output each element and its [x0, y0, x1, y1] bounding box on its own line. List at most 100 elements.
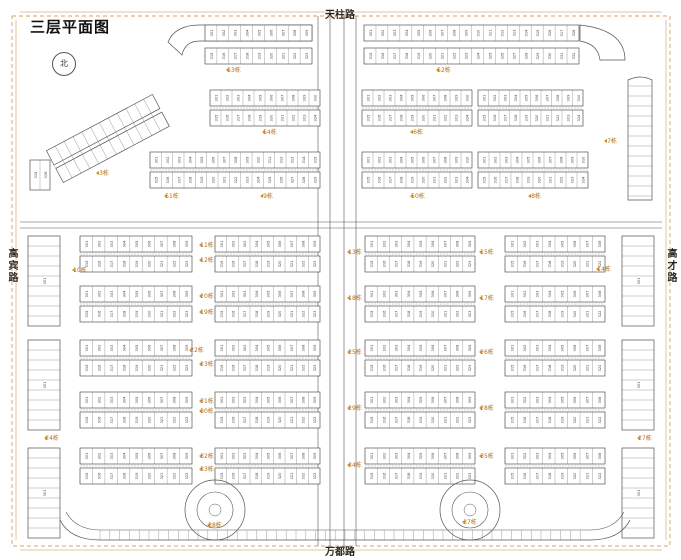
unit-number: 322 [444, 177, 448, 184]
unit-number: 302 [232, 291, 236, 298]
unit-number: 307 [223, 157, 227, 164]
unit-number: 302 [523, 291, 527, 298]
unit-number: 302 [494, 157, 498, 164]
left-tower-1: 301 [27, 339, 61, 431]
unit-number: 308 [598, 240, 602, 248]
unit-number: 318 [407, 364, 411, 372]
label-b22: 22栋 [189, 346, 204, 354]
unit-number: 320 [573, 472, 577, 480]
unit-number: 330 [548, 52, 552, 60]
unit-number: 317 [395, 311, 399, 318]
unit-number: 303 [389, 95, 393, 102]
unit-number: 306 [573, 240, 577, 248]
unit-number: 308 [234, 156, 238, 164]
unit-number: 319 [267, 364, 271, 372]
unit-number: 317 [234, 53, 238, 60]
unit-number: 315 [369, 53, 373, 60]
unit-number: 320 [278, 260, 282, 268]
unit-number: 318 [189, 176, 193, 184]
road-top-label: 天柱路 [325, 6, 355, 21]
unit-number: 319 [419, 416, 423, 424]
label-b11: 11栋 [199, 241, 214, 249]
unit-number: 320 [573, 416, 577, 424]
unit-number: 302 [382, 453, 386, 460]
unit-number: 306 [431, 344, 435, 352]
road-bottom-label: 万都路 [325, 543, 355, 558]
unit-number: 302 [493, 95, 497, 102]
unit-number: 323 [313, 417, 317, 424]
unit-number: 324 [577, 114, 581, 122]
unit-number: 305 [560, 345, 564, 352]
unit-number: 308 [172, 452, 176, 460]
unit-number: 306 [429, 29, 433, 37]
unit-number: 310 [466, 94, 470, 102]
unit-divider [63, 141, 82, 174]
unit-number: 319 [267, 310, 271, 318]
unit-number: 321 [443, 417, 447, 424]
unit-number: 328 [524, 52, 528, 60]
unit-number: 321 [160, 417, 164, 424]
unit-number: 325 [488, 53, 492, 60]
unit-number: 301 [370, 453, 374, 460]
unit-number: 306 [147, 240, 151, 248]
unit-number: 319 [258, 52, 262, 60]
unit-number: 304 [255, 240, 259, 248]
unit-number: 318 [255, 310, 259, 318]
north-compass: 北 [52, 52, 76, 76]
stair-marker [604, 139, 607, 143]
unit-number: 303 [110, 453, 114, 460]
label-b23: 23栋 [199, 360, 214, 368]
unit-number: 311 [488, 30, 492, 37]
unit-number: 321 [585, 365, 589, 372]
unit-number: 306 [269, 29, 273, 37]
unit-number: 318 [548, 472, 552, 480]
unit-number: 309 [303, 94, 307, 102]
unit-number: 302 [382, 397, 386, 404]
label-b10: 10栋 [72, 266, 87, 274]
unit-number: 307 [441, 30, 445, 37]
unit-number: 318 [407, 472, 411, 480]
unit-number: 317 [535, 417, 539, 424]
unit-number: 321 [441, 53, 445, 60]
building-label-text: 23栋 [200, 360, 214, 368]
unit-number: 306 [573, 396, 577, 404]
unit-number: 318 [123, 364, 127, 372]
right-tower-0: 301 [621, 235, 655, 327]
unit-number: 323 [313, 261, 317, 268]
unit-number: 302 [222, 30, 226, 37]
unit-number: 317 [110, 473, 114, 480]
unit-number: 319 [527, 176, 531, 184]
stair-marker [199, 362, 202, 366]
unit-number: 319 [419, 260, 423, 268]
unit-number: 318 [123, 260, 127, 268]
unit-number: 302 [166, 157, 170, 164]
unit-number: 323 [566, 115, 570, 122]
unit-number: 322 [302, 261, 306, 268]
unit-number: 302 [382, 345, 386, 352]
road-left-label: 高宾路 [4, 248, 19, 284]
unit-number: 327 [291, 177, 295, 184]
unit-number: 317 [505, 177, 509, 184]
stair-marker [528, 194, 531, 198]
stair-marker [410, 194, 413, 198]
unit-number: 320 [270, 114, 274, 122]
unit-number: 324 [476, 52, 480, 60]
unit-number: 302 [523, 241, 527, 248]
unit-number: 315 [85, 365, 89, 372]
stair-marker [262, 130, 265, 134]
unit-number: 317 [535, 311, 539, 318]
right-tower-1: 301 [621, 339, 655, 431]
unit-number: 306 [538, 156, 542, 164]
unit-number: 307 [443, 345, 447, 352]
building-label-text: 3栋 [99, 169, 109, 177]
unit-number: 318 [407, 260, 411, 268]
unit-number: 302 [382, 291, 386, 298]
label-b18: 18栋 [347, 294, 362, 302]
